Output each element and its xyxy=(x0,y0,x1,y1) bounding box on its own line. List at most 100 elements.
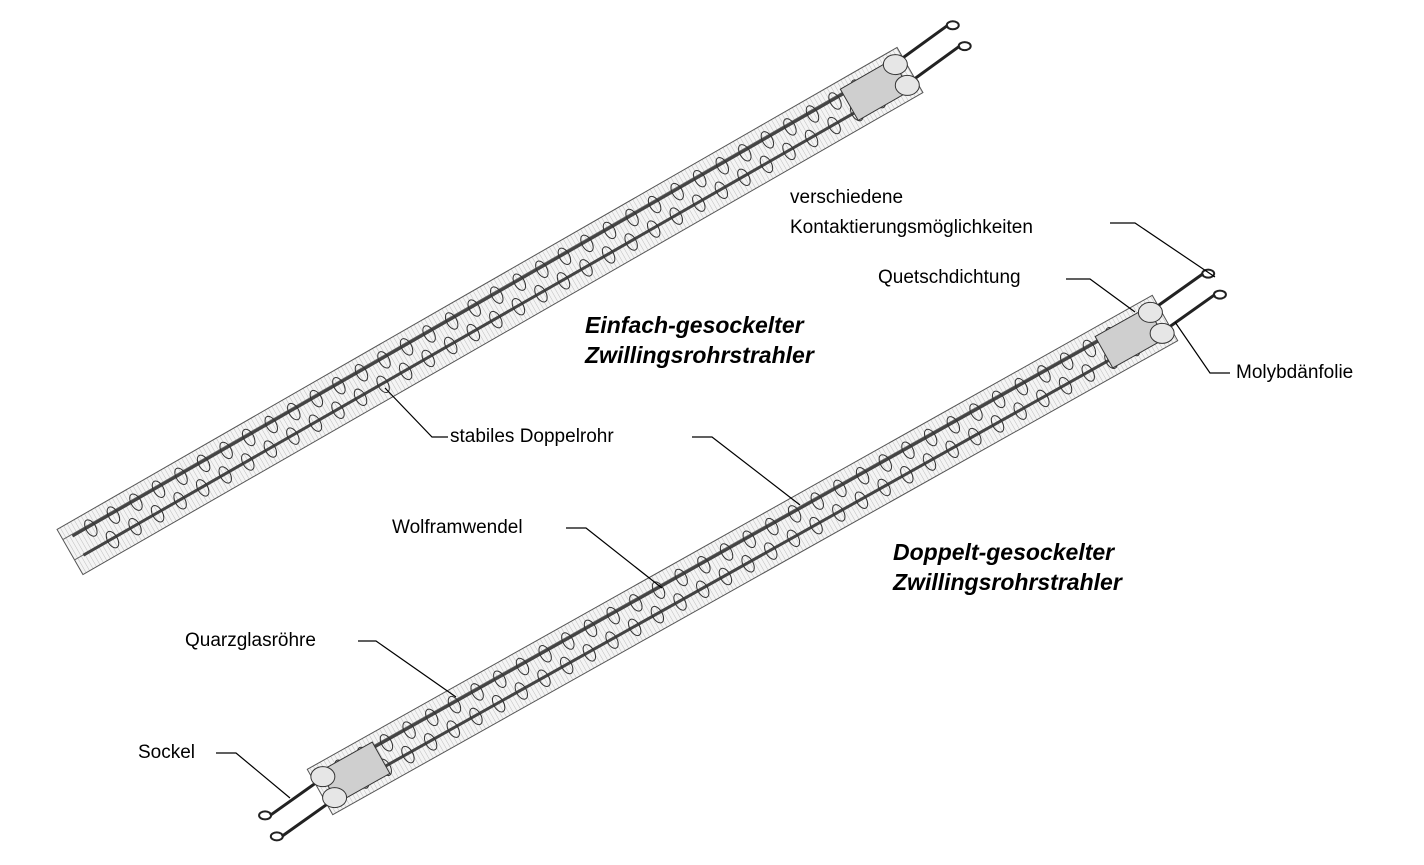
filament-coil xyxy=(579,259,593,277)
filament-coil xyxy=(376,375,390,394)
leader-twin-tube-right xyxy=(692,436,801,506)
filament-coil xyxy=(737,168,751,186)
filament-coil xyxy=(901,441,915,459)
title-single-ended-line1: Einfach-gesockelter xyxy=(585,312,804,338)
filament-coil xyxy=(923,428,938,447)
filament-coil xyxy=(470,683,484,701)
filament-coil xyxy=(128,517,142,536)
filament-coil xyxy=(805,105,820,123)
leader-tungsten-filament xyxy=(566,527,663,589)
label-contacts-line2: Kontaktierungsmöglichkeiten xyxy=(790,217,1033,238)
filament-coil xyxy=(469,707,483,726)
filament-coil xyxy=(855,466,870,485)
filament-coil xyxy=(512,273,527,291)
filament-coil xyxy=(715,157,730,175)
double-ended-twin-tube-lamp xyxy=(258,268,1227,842)
filament-coil xyxy=(353,388,368,406)
ring-terminal xyxy=(258,810,273,821)
filament-coil xyxy=(446,720,460,738)
ring-terminal xyxy=(1201,268,1216,279)
filament-coil xyxy=(810,492,824,510)
filament-coil xyxy=(241,453,255,471)
filament-coil xyxy=(1081,364,1095,382)
filament-coil xyxy=(601,246,616,264)
filament-coil xyxy=(583,619,598,638)
leader-quartz-tube xyxy=(358,640,457,698)
filament-coil xyxy=(1060,352,1074,370)
filament-coil xyxy=(398,362,413,381)
filament-coil xyxy=(421,349,435,368)
filament-coil xyxy=(425,708,439,727)
filament-coil xyxy=(606,606,620,625)
filament-coil xyxy=(670,182,684,201)
filament-coil xyxy=(332,377,346,395)
filament-coil xyxy=(309,389,324,408)
filament-coil xyxy=(286,427,300,445)
ceramic-cap xyxy=(322,787,348,809)
label-pinch-seal: Quetschdichtung xyxy=(878,267,1021,288)
filament-coil xyxy=(491,694,506,713)
leader-pinch-seal xyxy=(1066,278,1136,313)
ring-terminal xyxy=(945,20,960,31)
title-double-ended: Doppelt-gesockelter Zwillingsrohrstrahle… xyxy=(893,537,1122,597)
filament-coil xyxy=(559,656,574,675)
label-base: Sockel xyxy=(138,742,196,763)
filament-coil xyxy=(150,505,165,523)
filament-coil xyxy=(538,645,552,663)
filament-coil xyxy=(946,416,961,434)
filament-coil xyxy=(401,745,415,764)
filament-coil xyxy=(1014,377,1029,396)
filament-coil xyxy=(582,644,597,662)
filament-coil xyxy=(1058,376,1073,395)
filament-coil xyxy=(106,506,121,524)
filament-coil xyxy=(423,733,438,751)
filament-coil xyxy=(195,479,210,497)
filament-coil xyxy=(354,364,369,382)
ceramic-cap xyxy=(1149,322,1175,344)
filament-coil xyxy=(650,605,665,624)
ring-terminal xyxy=(1212,289,1227,300)
filament-coil xyxy=(786,529,801,548)
tube-wall-line xyxy=(312,305,1159,780)
filament-coil xyxy=(1036,389,1050,408)
filament-coil xyxy=(241,428,256,447)
filament-coil xyxy=(331,401,345,419)
filament-coil xyxy=(537,669,551,687)
filament-coil xyxy=(674,568,688,587)
filament-coil xyxy=(264,415,278,434)
filament-coil xyxy=(738,144,752,162)
filament-coil xyxy=(968,427,982,446)
filament-coil xyxy=(765,517,779,536)
filament-coil xyxy=(625,208,639,227)
filament-coil xyxy=(580,234,594,253)
filament-coil xyxy=(105,530,120,549)
single-ended-twin-tube-lamp xyxy=(56,20,972,576)
filament-coil xyxy=(444,336,458,355)
filament-coil xyxy=(1013,402,1027,420)
filament-coil xyxy=(629,594,643,612)
filament-coil xyxy=(377,351,391,369)
label-twin-tube: stabiles Doppelrohr xyxy=(450,426,614,447)
ceramic-cap xyxy=(310,766,336,788)
filament-coil xyxy=(489,310,503,329)
filament-coil xyxy=(514,682,529,700)
leader-base xyxy=(216,752,291,799)
filament-coil xyxy=(534,285,548,303)
filament-coil xyxy=(787,505,802,523)
filament-coil xyxy=(990,415,1005,433)
filament-coil xyxy=(399,338,414,356)
filament-coil xyxy=(605,631,619,649)
filament-coil xyxy=(511,298,526,316)
filament-coil xyxy=(782,142,796,161)
filament-coil xyxy=(922,453,937,471)
filament-coil xyxy=(809,516,823,535)
tungsten-filament xyxy=(321,310,1151,778)
filament-coil xyxy=(764,542,778,560)
filament-coil xyxy=(741,555,755,573)
filament-coil xyxy=(466,323,481,342)
leader-contacts xyxy=(1110,222,1216,278)
filament-coil xyxy=(759,155,774,174)
filament-coil xyxy=(556,272,571,290)
